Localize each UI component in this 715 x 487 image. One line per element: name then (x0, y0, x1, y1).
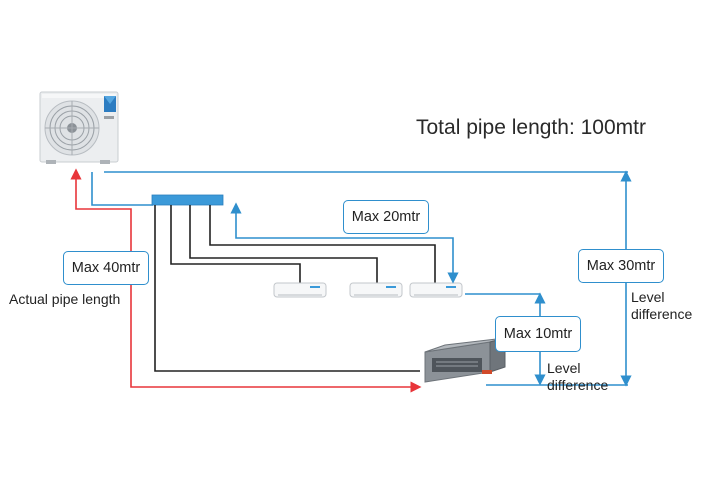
level-difference-line-2: difference (547, 377, 609, 393)
outdoor-unit-icon (39, 91, 119, 164)
max-10-callout: Max 10mtr (495, 316, 581, 352)
level-difference-line-1: Level (631, 289, 665, 305)
actual-pipe-length-label: Actual pipe length (9, 291, 121, 307)
level-difference-line-1: Level (547, 360, 581, 376)
wall-indoor-unit-icon (273, 282, 327, 298)
level-difference-label-30: Level difference (631, 289, 692, 323)
max-20-callout: Max 20mtr (343, 200, 429, 234)
refrigerant-distributor-icon (151, 194, 224, 206)
level-difference-label-10: Level difference (547, 360, 608, 394)
max-40-callout: Max 40mtr (63, 251, 149, 285)
max-30-callout: Max 30mtr (578, 249, 664, 283)
page-title: Total pipe length: 100mtr (416, 116, 646, 139)
wall-indoor-unit-icon (409, 282, 463, 298)
ducted-indoor-unit-icon (424, 337, 506, 383)
level-difference-line-2: difference (631, 306, 693, 322)
actual-pipe-length-arrow (70, 168, 422, 393)
wall-indoor-unit-icon (349, 282, 403, 298)
main-liquid-pipe (91, 172, 153, 206)
